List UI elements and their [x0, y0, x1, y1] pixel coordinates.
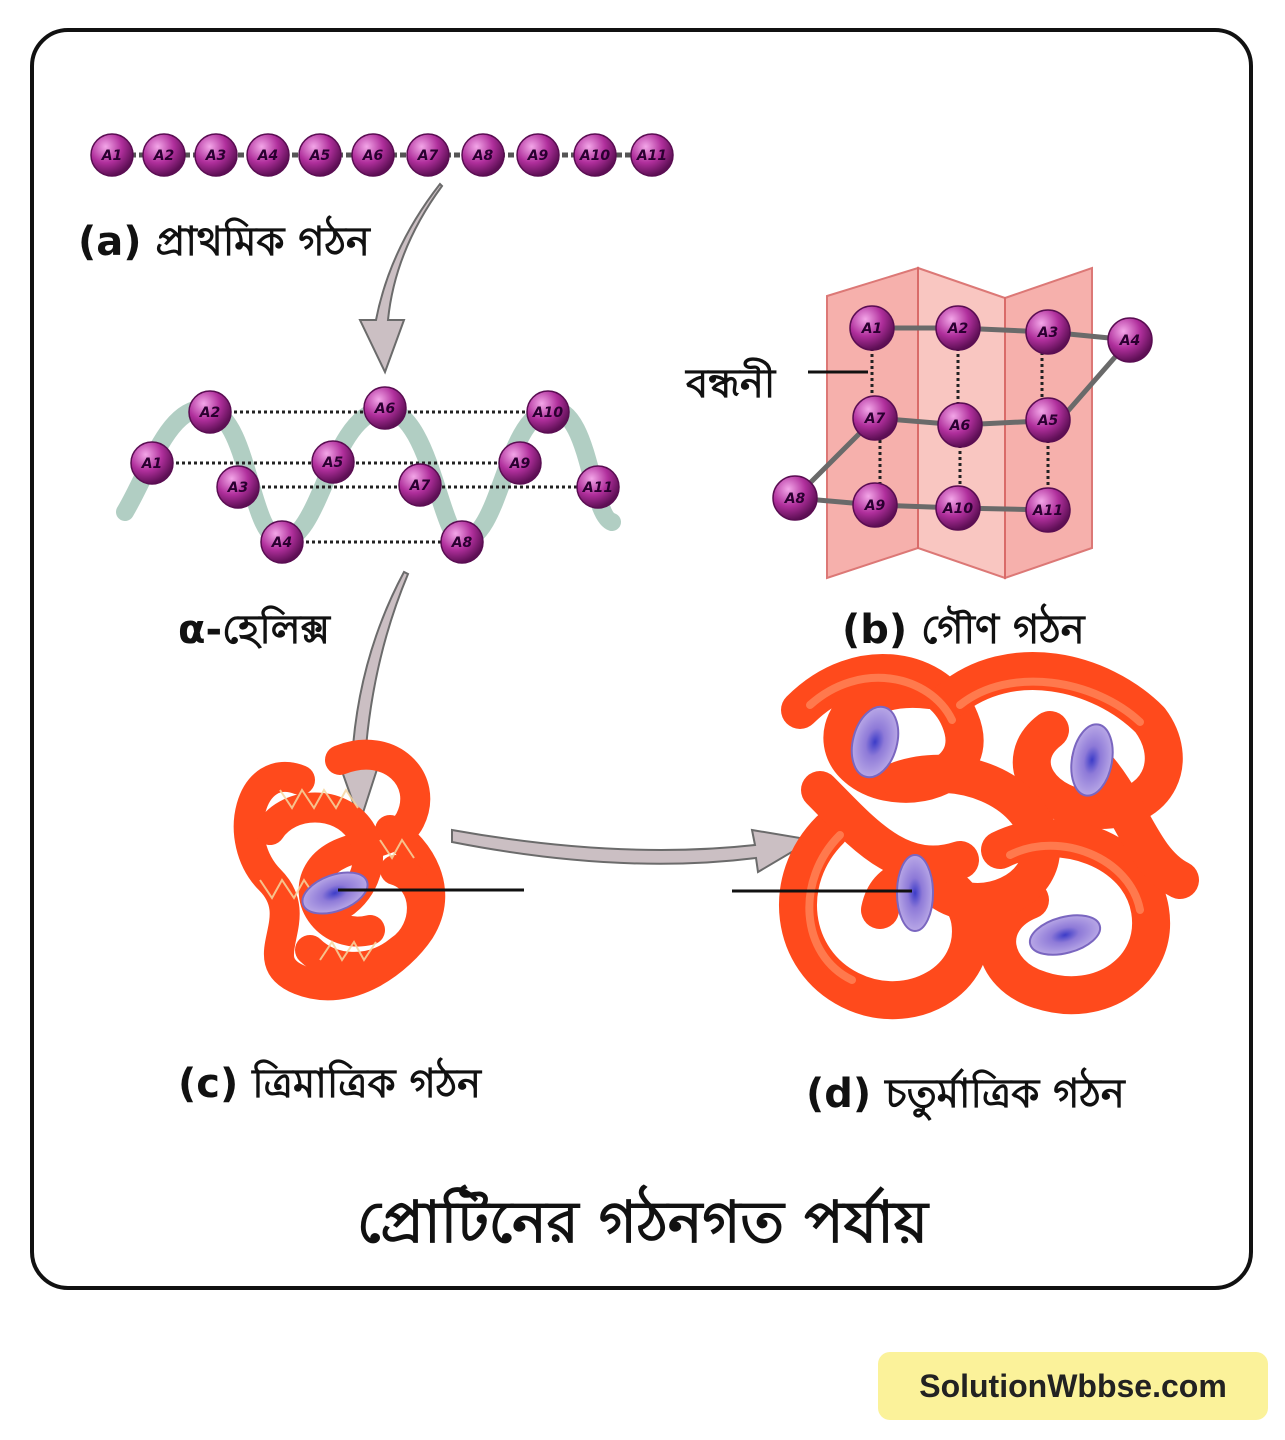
- amino-acid-a4: A4: [246, 133, 290, 177]
- amino-acid-a6: A6: [351, 133, 395, 177]
- amino-acid-a5: A5: [1025, 397, 1071, 443]
- amino-acid-a10: A10: [935, 485, 981, 531]
- amino-acid-a8: A8: [440, 520, 484, 564]
- svg-text:A3: A3: [1037, 325, 1059, 341]
- amino-acid-a2: A2: [935, 305, 981, 351]
- svg-text:A7: A7: [409, 478, 431, 494]
- amino-acid-a9: A9: [498, 441, 542, 485]
- svg-text:A4: A4: [271, 535, 293, 551]
- svg-text:A3: A3: [205, 148, 227, 164]
- amino-acid-a8: A8: [461, 133, 505, 177]
- svg-text:A2: A2: [199, 405, 221, 421]
- svg-text:A1: A1: [861, 321, 883, 337]
- label-tertiary: (c) ত্রিমাত্রিক গঠন: [178, 1061, 482, 1107]
- svg-text:A9: A9: [864, 498, 886, 514]
- amino-acid-a3: A3: [1025, 309, 1071, 355]
- label-quaternary: (d) চতুর্মাত্রিক গঠন: [806, 1071, 1125, 1117]
- svg-text:A1: A1: [101, 148, 123, 164]
- svg-text:A5: A5: [1037, 413, 1059, 429]
- amino-acid-a11: A11: [630, 133, 674, 177]
- svg-text:A9: A9: [509, 456, 531, 472]
- amino-acid-a7: A7: [852, 395, 898, 441]
- svg-text:A6: A6: [362, 148, 384, 164]
- amino-acid-a9: A9: [852, 482, 898, 528]
- amino-acid-a6: A6: [937, 402, 983, 448]
- amino-acid-a10: A10: [526, 390, 570, 434]
- amino-acid-a3: A3: [194, 133, 238, 177]
- svg-text:A8: A8: [784, 491, 806, 507]
- amino-acid-a1: A1: [130, 441, 174, 485]
- tertiary-protein: [233, 739, 524, 1001]
- svg-text:A11: A11: [636, 148, 667, 164]
- amino-acid-a7: A7: [406, 133, 450, 177]
- svg-text:A5: A5: [309, 148, 331, 164]
- svg-text:A4: A4: [1119, 333, 1141, 349]
- svg-text:A10: A10: [579, 148, 611, 164]
- svg-text:A1: A1: [141, 456, 163, 472]
- svg-text:A2: A2: [153, 148, 175, 164]
- label-secondary: (b) গৌণ গঠন: [842, 607, 1085, 653]
- svg-text:A4: A4: [257, 148, 279, 164]
- label-primary: (a) প্রাথমিক গঠন: [78, 219, 370, 265]
- arrow-primary-to-helix: [358, 182, 444, 375]
- label-bond: বন্ধনী: [686, 361, 776, 407]
- sheet-bonds: [870, 348, 1050, 492]
- svg-text:A8: A8: [451, 535, 473, 551]
- svg-text:A8: A8: [472, 148, 494, 164]
- amino-acid-a10: A10: [573, 133, 617, 177]
- label-helix: α-হেলিক্স: [178, 607, 330, 653]
- svg-text:A11: A11: [582, 480, 613, 496]
- amino-acid-a1: A1: [90, 133, 134, 177]
- svg-text:A10: A10: [942, 501, 974, 517]
- amino-acid-a3: A3: [216, 465, 260, 509]
- caption-title: প্রোটিনের গঠনগত পর্যায়: [357, 1188, 928, 1256]
- svg-text:A3: A3: [227, 480, 249, 496]
- amino-acid-a5: A5: [311, 440, 355, 484]
- svg-text:A11: A11: [1032, 503, 1063, 519]
- amino-acid-a6: A6: [363, 386, 407, 430]
- svg-text:A6: A6: [374, 401, 396, 417]
- amino-acid-a1: A1: [849, 305, 895, 351]
- svg-text:A7: A7: [864, 411, 886, 427]
- amino-acid-a11: A11: [1025, 487, 1071, 533]
- svg-text:A5: A5: [322, 455, 344, 471]
- svg-text:A6: A6: [949, 418, 971, 434]
- svg-text:A10: A10: [532, 405, 564, 421]
- primary-chain: A1 A2 A3 A4 A5 A6 A7 A8 A9 A10 A11: [90, 133, 674, 177]
- amino-acid-a2: A2: [142, 133, 186, 177]
- arrow-tertiary-to-quaternary: [451, 828, 815, 874]
- amino-acid-a9: A9: [516, 133, 560, 177]
- svg-text:A2: A2: [947, 321, 969, 337]
- amino-acid-a5: A5: [298, 133, 342, 177]
- amino-acid-a4: A4: [260, 520, 304, 564]
- quaternary-protein: [732, 652, 1199, 1020]
- amino-acid-a11: A11: [576, 465, 620, 509]
- amino-acid-a2: A2: [188, 390, 232, 434]
- amino-acid-a7: A7: [398, 463, 442, 507]
- amino-acid-a8: A8: [772, 475, 818, 521]
- brand-badge[interactable]: SolutionWbbse.com: [878, 1352, 1268, 1420]
- svg-text:A7: A7: [417, 148, 439, 164]
- amino-acid-a4: A4: [1107, 317, 1153, 363]
- svg-text:A9: A9: [527, 148, 549, 164]
